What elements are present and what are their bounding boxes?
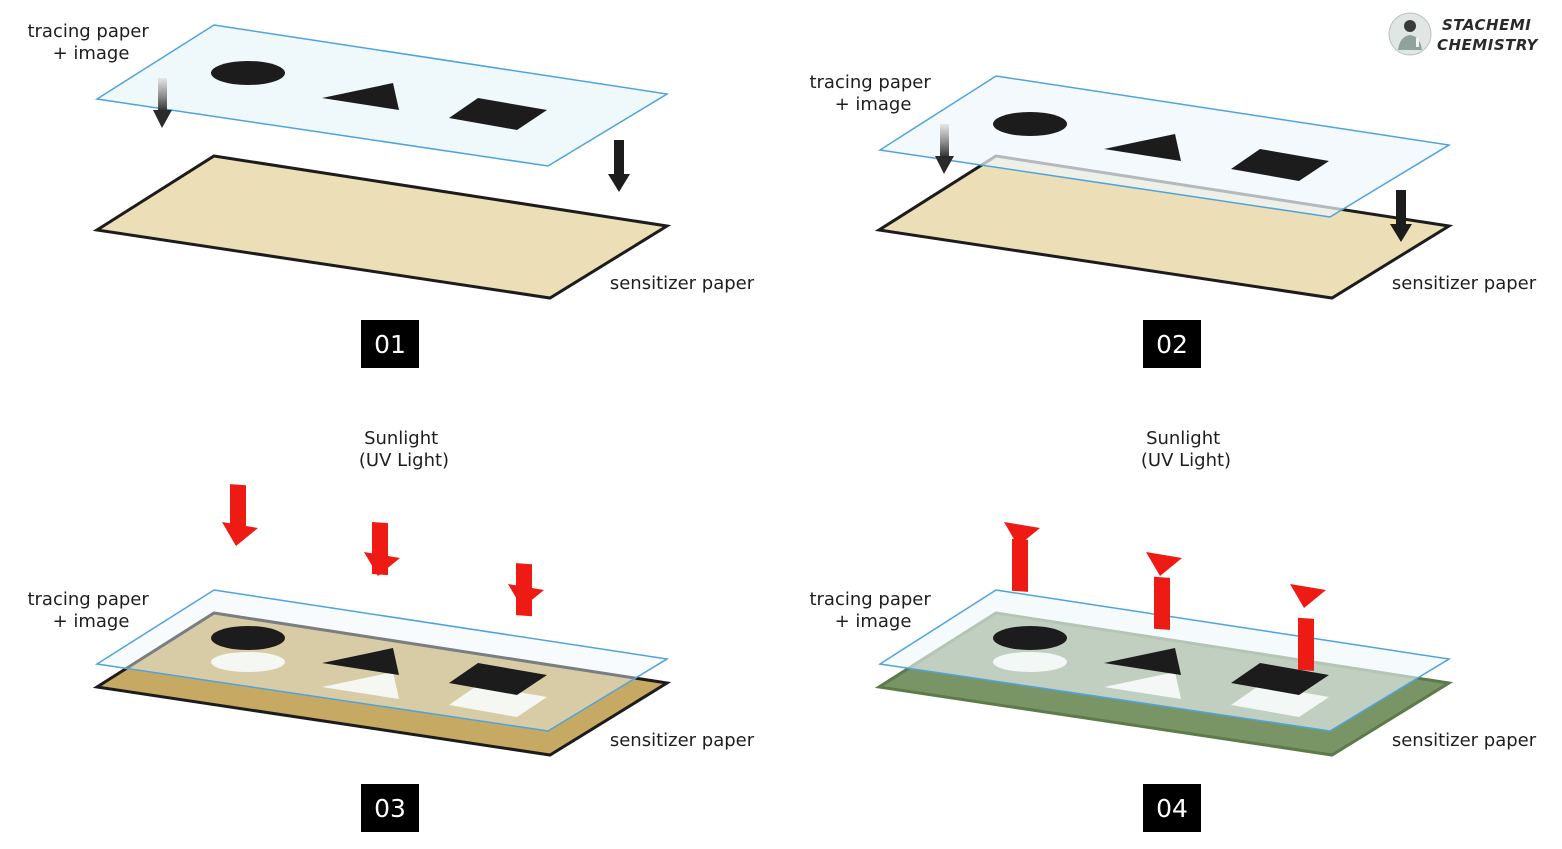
tracing-paper-label: tracing paper + image — [27, 589, 154, 632]
tracing-paper-label: tracing paper + image — [27, 21, 154, 64]
square-shape — [449, 98, 547, 130]
square-shape — [1231, 663, 1329, 695]
step-badge — [1143, 320, 1201, 368]
sensitizer-paper-label: sensitizer paper — [610, 730, 755, 751]
triangle-shape — [322, 648, 399, 675]
brand-name-line2: CHEMISTRY — [1437, 36, 1540, 54]
circle-shape — [211, 626, 285, 650]
sunlight-label: Sunlight (UV Light) — [359, 428, 449, 471]
step-badge — [1143, 784, 1201, 832]
circle-shape — [211, 61, 285, 85]
step-number: 04 — [1156, 794, 1188, 823]
panel-02: tracing paper + image sensitizer paper 0… — [809, 72, 1537, 368]
uv-arrow-icon — [1004, 522, 1040, 592]
uv-arrow-icon — [364, 522, 400, 576]
step-number: 02 — [1156, 330, 1188, 359]
grey-arrow-icon — [153, 78, 172, 128]
triangle-stencil — [322, 672, 399, 699]
black-arrow-icon — [1390, 190, 1412, 242]
triangle-shape — [322, 83, 399, 110]
uv-arrow-icon — [1290, 584, 1326, 671]
square-stencil — [449, 685, 547, 717]
step-badge — [361, 784, 419, 832]
sunlight-label: Sunlight (UV Light) — [1141, 428, 1231, 471]
uv-arrow-icon — [222, 484, 258, 546]
square-shape — [449, 663, 547, 695]
panel-01: tracing paper + image sensitizer paper 0… — [27, 21, 755, 368]
sensitizer-paper-label: sensitizer paper — [1392, 730, 1537, 751]
tracing-paper-label: tracing paper + image — [809, 589, 936, 632]
black-arrow-icon — [608, 140, 630, 192]
brand-name-line1: STACHEMI — [1442, 16, 1531, 34]
brand-logo: STACHEMI CHEMISTRY — [1388, 12, 1540, 56]
tracing-paper-label: tracing paper + image — [809, 72, 936, 115]
uv-arrow-icon — [508, 563, 544, 617]
panel-04: Sunlight (UV Light) tracing paper + imag… — [809, 428, 1537, 832]
triangle-shape — [1104, 134, 1181, 161]
triangle-shape — [1104, 648, 1181, 675]
grey-arrow-icon — [935, 124, 954, 174]
step-badge — [361, 320, 419, 368]
step-number: 01 — [374, 330, 406, 359]
circle-stencil — [211, 652, 285, 672]
circle-shape — [993, 626, 1067, 650]
circle-shape — [993, 112, 1067, 136]
panel-03: Sunlight (UV Light) tracing paper + imag… — [27, 428, 755, 832]
sensitizer-paper-label: sensitizer paper — [610, 273, 755, 294]
scientist-avatar-icon — [1388, 12, 1432, 56]
sensitizer-paper — [92, 154, 672, 300]
square-shape — [1231, 149, 1329, 181]
uv-arrow-icon — [1146, 552, 1182, 630]
sensitizer-paper-label: sensitizer paper — [1392, 273, 1537, 294]
step-number: 03 — [374, 794, 406, 823]
